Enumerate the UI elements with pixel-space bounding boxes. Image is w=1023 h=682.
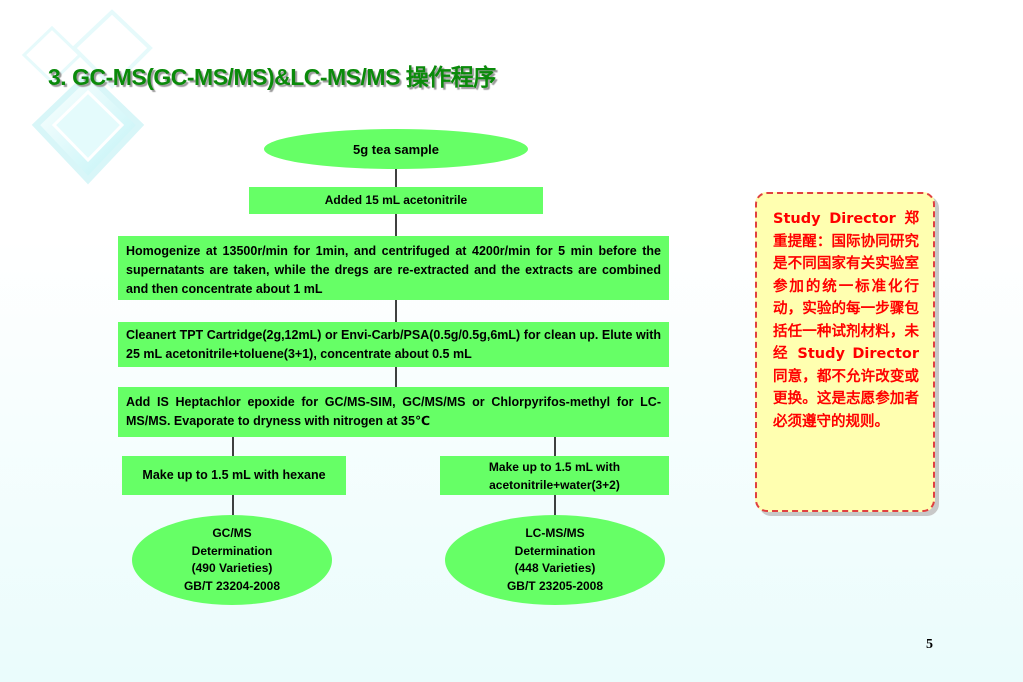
end-gcms-line4: GB/T 23204-2008: [183, 578, 281, 593]
branch-hexane-label: Make up to 1.5 mL with hexane: [142, 468, 326, 482]
step-add-acetonitrile: Added 15 mL acetonitrile: [249, 187, 543, 214]
page-title: 3. GC-MS(GC-MS/MS)&LC-MS/MS 操作程序: [48, 64, 496, 90]
branch-acetonitrile-water-label: Make up to 1.5 mL with acetonitrile+wate…: [488, 459, 621, 492]
end-gcms: GC/MS Determination (490 Varieties) GB/T…: [132, 515, 332, 605]
step-homogenize: Homogenize at 13500r/min for 1min, and c…: [118, 236, 669, 300]
page-number: 5: [926, 637, 933, 652]
end-lcms-line2: Determination: [514, 543, 596, 558]
start-node: 5g tea sample: [264, 129, 528, 169]
end-lcms-line3: (448 Varieties): [514, 561, 596, 575]
step-cleanup: Cleanert TPT Cartridge(2g,12mL) or Envi-…: [118, 322, 669, 367]
end-lcms: LC-MS/MS Determination (448 Varieties) G…: [445, 515, 665, 605]
step-internal-standard: Add IS Heptachlor epoxide for GC/MS-SIM,…: [118, 387, 669, 437]
step-add-acetonitrile-label: Added 15 mL acetonitrile: [324, 193, 468, 207]
end-lcms-line1: LC-MS/MS: [525, 526, 585, 540]
start-label: 5g tea sample: [353, 141, 439, 157]
end-lcms-line4: GB/T 23205-2008: [506, 578, 604, 593]
branch-hexane: Make up to 1.5 mL with hexane: [122, 456, 346, 495]
end-gcms-line3: (490 Varieties): [191, 561, 273, 575]
end-gcms-line2: Determination: [191, 543, 273, 558]
end-gcms-line1: GC/MS: [212, 526, 252, 540]
study-director-note: Study Director 郑重提醒：国际协同研究是不同国家有关实验室参加的统…: [755, 192, 935, 512]
branch-acetonitrile-water: Make up to 1.5 mL with acetonitrile+wate…: [440, 456, 669, 495]
decorative-diamonds: [21, 9, 153, 185]
